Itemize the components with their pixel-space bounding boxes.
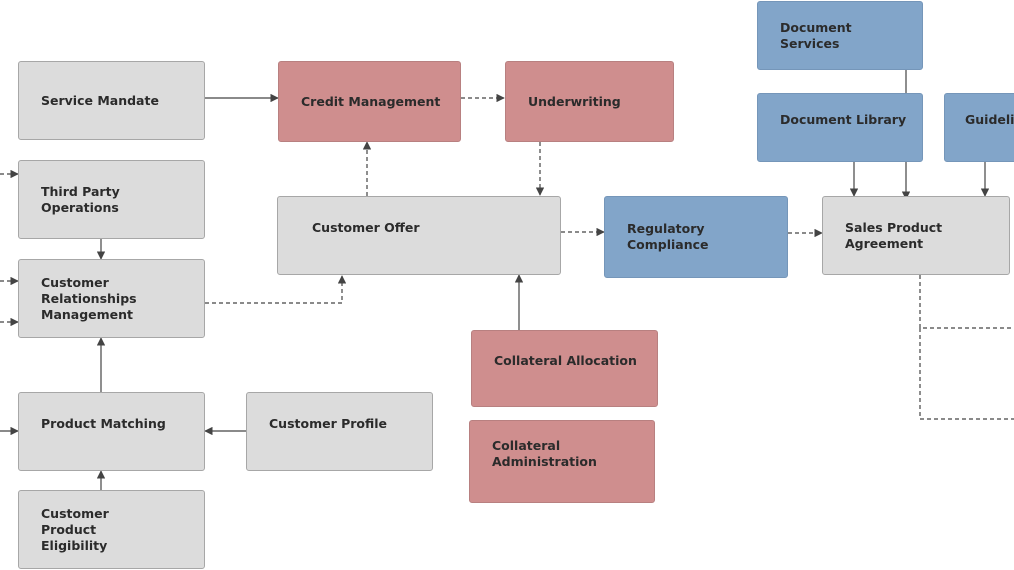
node-regulatory-compliance[interactable]: Regulatory Compliance [604, 196, 788, 278]
node-label: Third Party Operations [41, 183, 120, 215]
node-label: Guidelin [965, 112, 1014, 127]
node-label: Collateral Administration [492, 437, 597, 469]
node-label: Customer Offer [312, 220, 420, 235]
node-document-library[interactable]: Document Library [757, 93, 923, 162]
node-label: Collateral Allocation [494, 352, 637, 368]
node-guidelines[interactable]: Guidelin [944, 93, 1014, 162]
node-label: Document Library [780, 112, 907, 127]
node-customer-relationships-management[interactable]: Customer Relationships Management [18, 259, 205, 338]
node-third-party-operations[interactable]: Third Party Operations [18, 160, 205, 239]
node-sales-product-agreement[interactable]: Sales Product Agreement [822, 196, 1010, 275]
node-customer-offer[interactable]: Customer Offer [277, 196, 561, 275]
node-label: Credit Management [301, 93, 441, 109]
node-customer-product-eligibility[interactable]: Customer Product Eligibility [18, 490, 205, 569]
edge-sales-agreement-outgoing-2 [919, 328, 1014, 420]
node-service-mandate[interactable]: Service Mandate [18, 61, 205, 140]
node-label: Document Services [780, 20, 852, 51]
node-underwriting[interactable]: Underwriting [505, 61, 674, 142]
node-collateral-administration[interactable]: Collateral Administration [469, 420, 655, 503]
node-label: Customer Relationships Management [41, 274, 137, 322]
node-label: Customer Product Eligibility [41, 505, 109, 553]
node-document-services[interactable]: Document Services [757, 1, 923, 70]
node-label: Sales Product Agreement [845, 220, 943, 251]
node-label: Service Mandate [41, 92, 159, 108]
node-product-matching[interactable]: Product Matching [18, 392, 205, 471]
node-label: Regulatory Compliance [627, 221, 709, 252]
node-credit-management[interactable]: Credit Management [278, 61, 461, 142]
node-label: Underwriting [528, 93, 621, 109]
node-collateral-allocation[interactable]: Collateral Allocation [471, 330, 658, 407]
node-label: Customer Profile [269, 415, 388, 431]
edge-sales-agreement-outgoing-1 [919, 275, 1014, 329]
node-customer-profile[interactable]: Customer Profile [246, 392, 433, 471]
edge-crm-to-customer-offer [205, 275, 347, 304]
node-label: Product Matching [41, 415, 166, 431]
